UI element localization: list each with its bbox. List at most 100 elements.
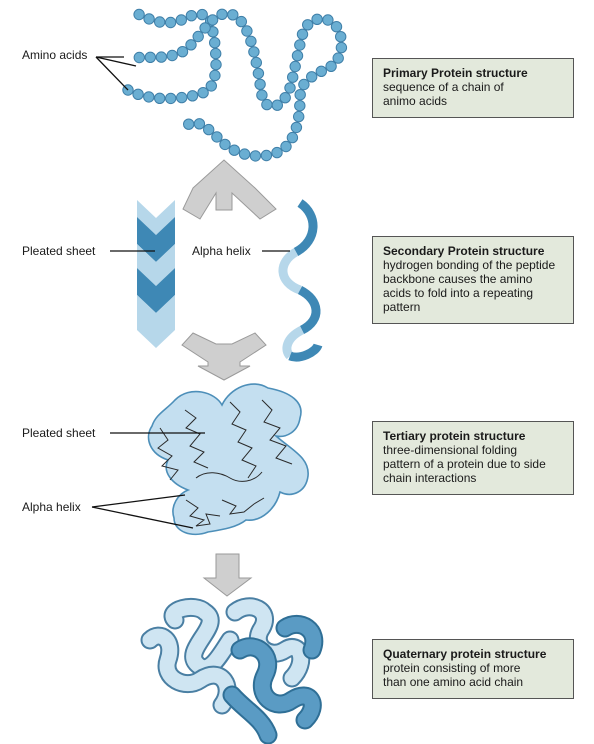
amino-acid-bead (210, 58, 222, 71)
amino-acid-bead (227, 9, 239, 21)
alpha-helix-shape (278, 199, 323, 362)
amino-acid-bead (133, 51, 146, 64)
amino-acid-bead (185, 10, 198, 22)
amino-acid-bead (196, 8, 208, 21)
amino-acid-bead (133, 8, 145, 21)
amino-acids-label: Amino acids (22, 48, 88, 62)
amino-acid-bead (235, 15, 248, 28)
amino-acid-chain (122, 8, 348, 162)
amino-acid-bead (296, 28, 309, 40)
amino-acid-bead (241, 25, 253, 37)
amino-acid-bead (197, 87, 209, 99)
amino-acid-bead (154, 92, 166, 105)
amino-acid-bead (306, 71, 318, 83)
amino-acid-bead (144, 51, 157, 63)
tertiary-structure-title: Tertiary protein structure (383, 429, 526, 443)
amino-acid-bead (238, 148, 251, 160)
tertiary-structure-text: three-dimensional folding pattern of a p… (383, 443, 546, 485)
amino-acid-bead (335, 31, 347, 43)
amino-acid-bead (279, 92, 291, 104)
amino-acid-bead (185, 39, 197, 51)
quaternary-structure-title: Quaternary protein structure (383, 647, 547, 661)
amino-acid-bead (166, 49, 178, 62)
amino-acid-bead (249, 150, 262, 162)
amino-acid-bead (219, 138, 231, 151)
primary-structure-text: sequence of a chain of animo acids (383, 80, 504, 108)
secondary-structure-box: Secondary Protein structure hydrogen bon… (372, 236, 574, 324)
amino-acid-bead (294, 100, 306, 112)
amino-acid-bead (284, 82, 296, 94)
amino-acid-bead (315, 65, 327, 78)
pleated-sheet-label: Pleated sheet (22, 244, 96, 258)
amino-acid-bead (143, 13, 155, 25)
split-arrow (182, 159, 277, 220)
amino-acid-bead (287, 71, 299, 83)
tertiary-structure-box: Tertiary protein structure three-dimensi… (372, 421, 574, 495)
amino-acid-bead (183, 118, 195, 130)
amino-acid-bead (325, 60, 337, 73)
primary-structure-box: Primary Protein structure sequence of a … (372, 58, 574, 118)
tertiary-structure-shape (147, 383, 309, 536)
amino-acid-bead (256, 89, 268, 101)
amino-acid-bead (254, 78, 266, 91)
amino-acid-bead (252, 67, 265, 80)
amino-acid-bead (261, 98, 273, 111)
amino-acid-bead (176, 46, 189, 58)
amino-acid-bead (154, 16, 166, 28)
amino-acid-bead (199, 22, 211, 34)
amino-acid-bead (209, 69, 221, 82)
amino-acid-bead (176, 91, 188, 104)
amino-acid-bead (260, 149, 273, 162)
alpha-helix-label: Alpha helix (192, 244, 251, 258)
amino-acid-bead (186, 90, 199, 102)
merge-arrow (181, 332, 267, 381)
primary-structure-title: Primary Protein structure (383, 66, 528, 80)
amino-acid-bead (155, 51, 168, 63)
amino-acid-bead (210, 47, 222, 60)
amino-acid-bead (211, 131, 223, 143)
amino-acid-bead (322, 14, 334, 26)
amino-acid-bead (286, 131, 299, 144)
amino-acid-bead (250, 56, 262, 69)
amino-acid-bead (193, 118, 206, 130)
amino-acid-bead (280, 140, 292, 153)
tertiary-pleated-sheet-label: Pleated sheet (22, 426, 96, 440)
amino-acid-bead (192, 30, 204, 43)
amino-acid-bead (289, 60, 301, 73)
amino-acid-bead (291, 50, 304, 62)
amino-acid-bead (216, 8, 228, 20)
amino-acid-bead (206, 14, 219, 26)
quaternary-structure-shape (140, 597, 324, 744)
amino-acid-bead (209, 37, 221, 49)
tertiary-leader-lines (91, 432, 205, 529)
amino-acid-bead (245, 35, 257, 47)
amino-acid-bead (165, 92, 177, 105)
amino-acid-bead (228, 144, 241, 156)
amino-acid-bead (205, 80, 218, 92)
quaternary-structure-text: protein consisting of more than one amin… (383, 661, 524, 689)
amino-acid-bead (175, 14, 188, 26)
amino-acid-bead (271, 99, 283, 111)
amino-acid-bead (311, 13, 323, 25)
amino-acid-bead (302, 19, 314, 31)
tertiary-alpha-helix-label: Alpha helix (22, 500, 81, 514)
amino-acid-bead (335, 41, 348, 54)
amino-acid-bead (330, 21, 343, 33)
quaternary-structure-box: Quaternary protein structure protein con… (372, 639, 574, 699)
amino-acid-bead (294, 89, 306, 101)
amino-acid-bead (132, 88, 144, 101)
amino-acid-bead (294, 39, 306, 51)
amino-acid-bead (298, 78, 310, 91)
amino-acid-bead (143, 91, 155, 103)
secondary-structure-title: Secondary Protein structure (383, 244, 545, 258)
secondary-structure-text: hydrogen bonding of the peptide backbone… (383, 258, 556, 314)
amino-acid-bead (164, 16, 177, 29)
amino-acid-bead (203, 123, 215, 136)
pleated-sheet-shape (137, 200, 175, 348)
amino-acid-bead (248, 46, 260, 58)
amino-acid-bead (332, 52, 344, 64)
amino-acid-bead (293, 110, 305, 123)
amino-acid-bead (290, 121, 303, 134)
down-arrow (202, 553, 253, 597)
